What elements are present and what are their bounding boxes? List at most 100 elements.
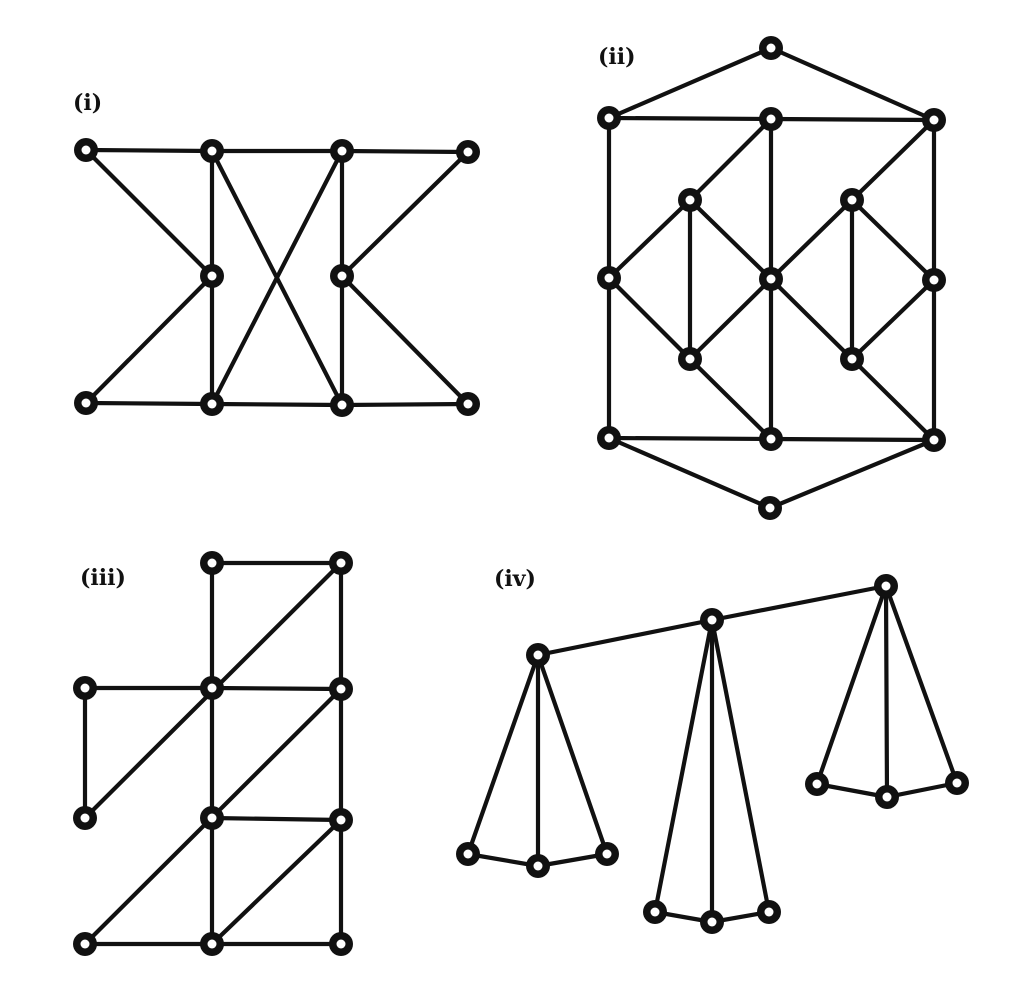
panel-iv-label: (iv) — [494, 566, 536, 592]
node-inner-hole — [952, 778, 962, 788]
node-inner-hole — [463, 849, 473, 859]
node-inner-hole — [707, 615, 717, 625]
panel-i-node-c — [330, 139, 354, 163]
panel-ii-nodes — [597, 36, 946, 520]
panel-ii-edge-ll-lm — [606, 435, 774, 442]
panel-i-node-d — [456, 140, 480, 164]
panel-ii-edge-ul-um — [606, 115, 774, 122]
panel-iii-node-m1 — [200, 676, 224, 700]
panel-iv-node-h2 — [700, 608, 724, 632]
panel-iii-edge-m1-m2 — [209, 685, 344, 692]
node-inner-hole — [533, 650, 543, 660]
panel-iv-edge-h3-c3 — [883, 583, 960, 786]
node-inner-hole — [336, 684, 346, 694]
node-inner-hole — [882, 792, 892, 802]
node-inner-hole — [604, 273, 614, 283]
panel-iv-edge-h2-h3 — [709, 583, 889, 623]
panel-iv-node-b2 — [700, 910, 724, 934]
node-inner-hole — [463, 147, 473, 157]
node-inner-hole — [604, 433, 614, 443]
node-inner-hole — [812, 779, 822, 789]
panel-iv-edge-h3-c2 — [883, 583, 890, 800]
node-inner-hole — [685, 195, 695, 205]
panel-i-graph: (i) — [73, 90, 480, 417]
panel-iv-edge-h1-a1 — [465, 652, 541, 857]
panel-iv-nodes — [456, 574, 969, 934]
node-inner-hole — [766, 274, 776, 284]
panel-ii-node-um — [759, 107, 783, 131]
panel-i-edge-a-b — [83, 147, 215, 154]
node-inner-hole — [336, 815, 346, 825]
node-inner-hole — [207, 683, 217, 693]
node-inner-hole — [766, 114, 776, 124]
node-inner-hole — [650, 907, 660, 917]
panel-i-edge-a-e — [83, 147, 215, 279]
panel-iii-graph: (iii) — [73, 551, 353, 956]
panel-iii-node-n2 — [329, 808, 353, 832]
panel-ii-node-lm — [759, 427, 783, 451]
node-inner-hole — [337, 146, 347, 156]
panel-ii-edge-top-ur — [768, 45, 937, 123]
panel-ii-edge-top-ul — [606, 45, 774, 121]
node-inner-hole — [929, 275, 939, 285]
panel-iv-graph: (iv) — [456, 566, 969, 934]
panel-iv-node-a2 — [526, 854, 550, 878]
node-inner-hole — [766, 43, 776, 53]
panel-i-edge-c-d — [339, 148, 471, 155]
panel-iv-edge-h1-a3 — [535, 652, 610, 857]
node-inner-hole — [207, 271, 217, 281]
panel-ii-edge-um-p1 — [687, 116, 774, 203]
node-inner-hole — [207, 399, 217, 409]
panel-ii-node-lr — [922, 428, 946, 452]
panel-ii-node-ul — [597, 106, 621, 130]
node-inner-hole — [707, 917, 717, 927]
panel-ii-edge-ur-p2 — [849, 117, 937, 203]
panel-iii-node-m0 — [73, 676, 97, 700]
panel-ii-node-ur — [922, 108, 946, 132]
node-inner-hole — [929, 435, 939, 445]
node-inner-hole — [764, 907, 774, 917]
panel-ii-node-p2 — [840, 188, 864, 212]
panel-iv-node-h1 — [526, 643, 550, 667]
panel-iii-nodes — [73, 551, 353, 956]
panel-i-edge-c-h — [209, 148, 345, 407]
panel-iii-node-t1 — [200, 551, 224, 575]
panel-ii-edge-mm-q2 — [768, 276, 855, 362]
panel-iii-edge-n1-n2 — [209, 815, 344, 823]
panel-iv-edge-h3-c1 — [814, 583, 889, 787]
node-inner-hole — [207, 558, 217, 568]
panel-ii-edge-mr-q2 — [849, 277, 937, 362]
panel-iii-node-b2 — [329, 932, 353, 956]
panel-iv-node-b1 — [643, 900, 667, 924]
panel-iv-edge-h2-b1 — [652, 617, 715, 915]
panel-iii-label: (iii) — [80, 565, 126, 591]
node-inner-hole — [463, 399, 473, 409]
panel-iv-node-c3 — [945, 771, 969, 795]
panel-i-nodes — [74, 138, 480, 417]
panel-iii-edge-b1-n2 — [209, 817, 344, 947]
panel-i-node-e — [200, 264, 224, 288]
node-inner-hole — [80, 939, 90, 949]
node-inner-hole — [602, 849, 612, 859]
node-inner-hole — [766, 434, 776, 444]
node-inner-hole — [336, 939, 346, 949]
node-inner-hole — [337, 271, 347, 281]
node-inner-hole — [337, 400, 347, 410]
panel-i-edge-d-f — [339, 149, 471, 279]
panel-i-edge-h-i — [209, 401, 345, 408]
panel-i-node-g — [74, 391, 98, 415]
node-inner-hole — [604, 113, 614, 123]
panel-ii-edges — [606, 45, 937, 511]
panel-ii-edge-lr-bot — [767, 437, 937, 511]
panel-ii-edge-p1-mm — [687, 197, 774, 282]
node-inner-hole — [81, 145, 91, 155]
node-inner-hole — [533, 861, 543, 871]
panel-iii-node-t2 — [329, 551, 353, 575]
node-inner-hole — [207, 813, 217, 823]
panel-ii-edge-lm-lr — [768, 436, 937, 443]
panel-i-node-a — [74, 138, 98, 162]
panel-iv-edge-h2-b3 — [709, 617, 772, 915]
panel-i-node-f — [330, 264, 354, 288]
panel-iv-edges — [465, 583, 960, 925]
